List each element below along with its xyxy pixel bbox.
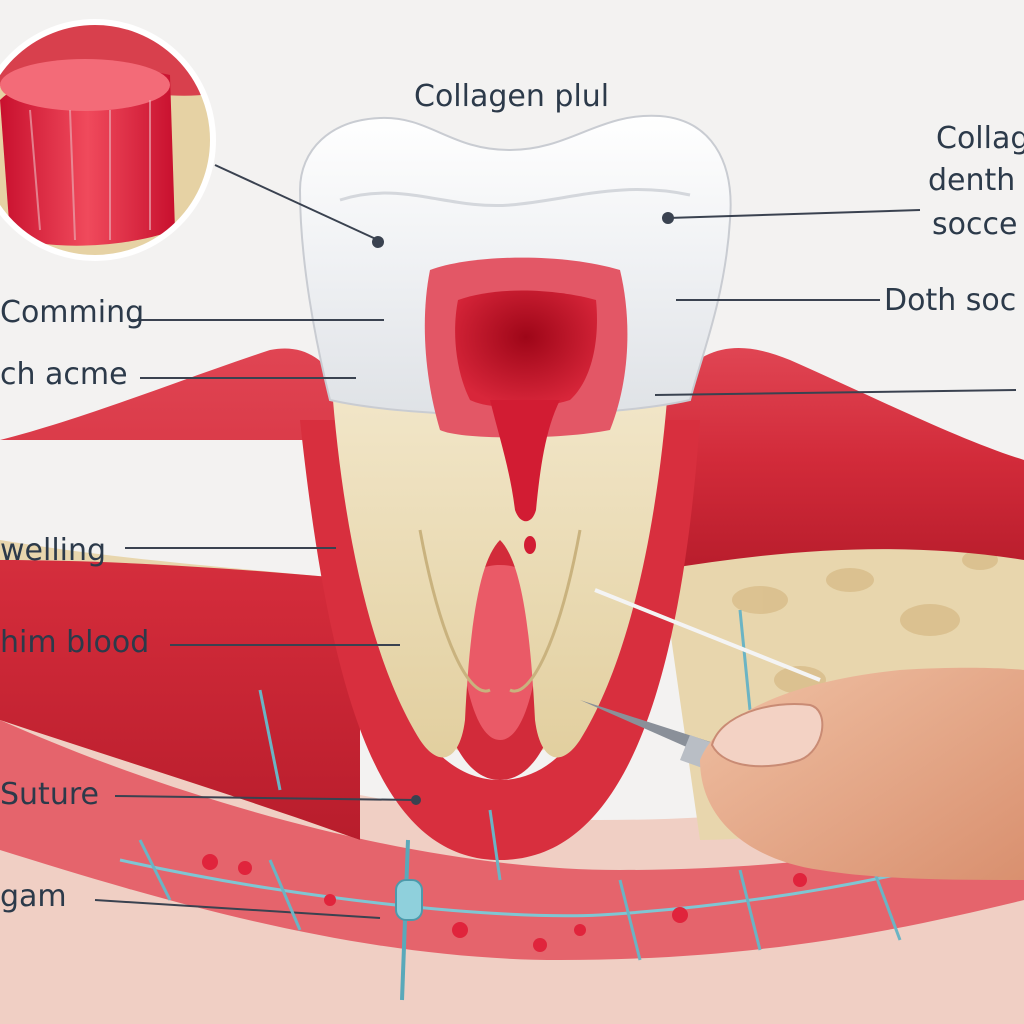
pulp-core (455, 290, 597, 408)
crown-cusp-line (339, 188, 691, 208)
label-right-1-line3: socce (932, 207, 1018, 242)
socket-lining (300, 420, 700, 860)
blood-drop (524, 536, 536, 554)
socket-inner-gum-light (455, 565, 545, 740)
tooth-root (330, 360, 670, 758)
leader-lines (94, 164, 1017, 919)
label-right-2: Doth soc (884, 283, 1017, 318)
leader-dots (372, 212, 674, 805)
inset-border (0, 19, 216, 261)
gum (0, 348, 360, 840)
blood-beads (202, 854, 807, 952)
label-left-6: gam (0, 879, 67, 914)
suture-needle-icon (395, 839, 423, 1001)
label-left-4: him blood (0, 625, 150, 660)
gum-right (660, 348, 1024, 570)
label-right-1-line2: denth (928, 163, 1016, 198)
label-left-2: ch acme (0, 357, 128, 392)
pulp-drip (490, 400, 560, 522)
label-left-1: Comming (0, 295, 145, 330)
label-left-5: Suture (0, 777, 99, 812)
finger-icon (700, 667, 1024, 880)
lower-gum-band (0, 720, 1024, 960)
label-collagen-plug: Collagen plul (414, 79, 610, 114)
label-left-3: welling (0, 533, 107, 568)
root-canal-outline (418, 529, 582, 693)
label-right-1-line1: Collag (936, 121, 1024, 156)
